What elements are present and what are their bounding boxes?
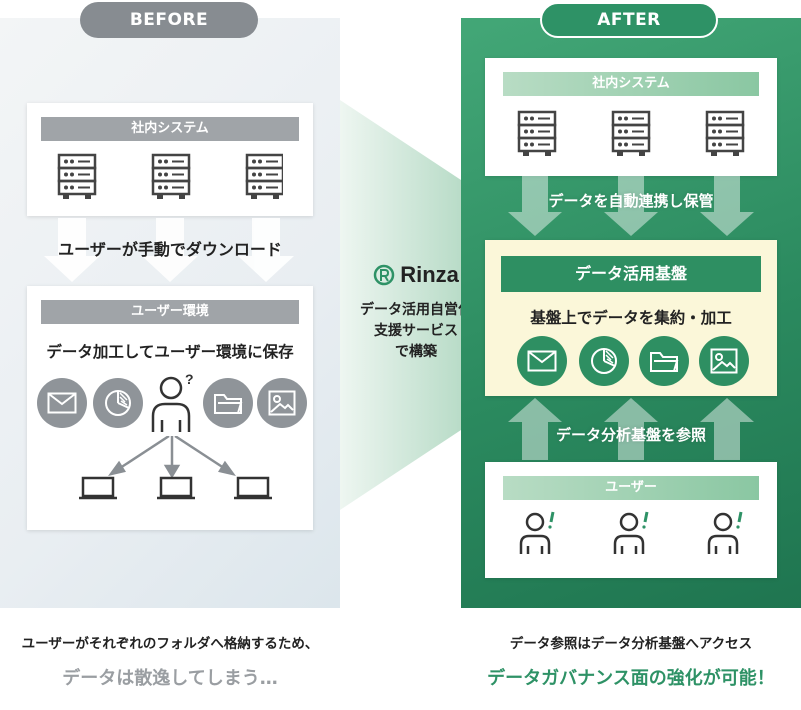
- before-footer-line2: データは散逸してしまう…: [62, 668, 278, 689]
- before-tag: BEFORE: [80, 2, 258, 38]
- laptops: [79, 476, 272, 500]
- down-arrow-icon: [238, 218, 294, 282]
- user-icon: ?: [145, 370, 201, 440]
- up-arrow-icon: [700, 398, 754, 460]
- image-icon: [699, 336, 749, 386]
- folder-icon: [203, 378, 253, 428]
- folder-icon: [639, 336, 689, 386]
- server-icon: [57, 153, 97, 199]
- after-tag: AFTER: [540, 2, 718, 38]
- user-icon: [707, 511, 743, 554]
- before-internal-system-card: 社内システム: [27, 103, 313, 216]
- center-text-line3: で構築: [395, 344, 437, 360]
- after-footer-line2: データガバナンス面の強化が可能！: [487, 668, 775, 689]
- user-icon: [613, 511, 649, 554]
- up-arrow-icon: [508, 398, 562, 460]
- laptop-icon: [157, 476, 195, 500]
- server-icon: [705, 110, 745, 156]
- after-platform-card: データ活用基盤 基盤上でデータを集約・加工: [485, 240, 777, 396]
- before-user-env-text: データ加工してユーザー環境に保存: [46, 343, 294, 361]
- down-arrow-icon: [142, 218, 198, 282]
- before-user-env-card: ユーザー環境 データ加工してユーザー環境に保存 ?: [27, 286, 313, 530]
- before-download-arrows: [44, 218, 294, 282]
- center-transition-arrow: [340, 100, 461, 510]
- down-arrow-icon: [604, 176, 658, 236]
- server-icon: [151, 153, 191, 199]
- after-auto-link-text: データを自動連携し保管: [548, 192, 714, 210]
- before-footer-line1: ユーザーがそれぞれのフォルダへ格納するため、: [21, 636, 319, 652]
- chart-icon: [579, 336, 629, 386]
- center-text-line2: 支援サービス: [374, 323, 458, 339]
- after-down-arrows: [508, 176, 754, 236]
- after-users-card: ユーザー: [485, 462, 777, 578]
- user-icon: [519, 511, 555, 554]
- image-icon: [257, 378, 307, 428]
- up-arrow-icon: [604, 398, 658, 460]
- center-description: データ活用自営化 支援サービス で構築: [340, 300, 492, 363]
- after-platform-text: 基盤上でデータを集約・加工: [530, 309, 732, 327]
- before-internal-system-label: 社内システム: [41, 117, 299, 141]
- server-icon: [517, 110, 557, 156]
- server-icon: [611, 110, 651, 156]
- after-footer-line1: データ参照はデータ分析基盤へアクセス: [509, 636, 753, 652]
- after-internal-system-card: 社内システム: [485, 58, 777, 176]
- down-arrow-icon: [700, 176, 754, 236]
- rinza-brand: Rinza: [340, 262, 492, 288]
- distribution-arrows: [108, 436, 236, 478]
- center-text-line1: データ活用自営化: [360, 302, 472, 318]
- laptop-icon: [234, 476, 272, 500]
- after-reference-text: データ分析基盤を参照: [555, 426, 706, 444]
- down-arrow-icon: [508, 176, 562, 236]
- after-up-arrows: [508, 398, 754, 460]
- after-servers: [517, 110, 745, 156]
- after-internal-system-label: 社内システム: [503, 72, 759, 96]
- svg-text:?: ?: [185, 371, 194, 387]
- mail-icon: [517, 336, 567, 386]
- rinza-wordmark: Rinza: [400, 262, 459, 287]
- before-servers: [57, 153, 283, 199]
- before-download-text: ユーザーが手動でダウンロード: [58, 240, 282, 259]
- mail-icon: [37, 378, 87, 428]
- down-arrow-icon: [44, 218, 100, 282]
- rinza-logo-icon: [373, 264, 395, 286]
- after-platform-label: データ活用基盤: [501, 256, 761, 292]
- chart-icon: [93, 378, 143, 428]
- laptop-icon: [79, 476, 117, 500]
- after-users: [519, 511, 743, 554]
- after-users-label: ユーザー: [503, 476, 759, 500]
- before-user-env-label: ユーザー環境: [41, 300, 299, 324]
- server-icon: [245, 153, 283, 199]
